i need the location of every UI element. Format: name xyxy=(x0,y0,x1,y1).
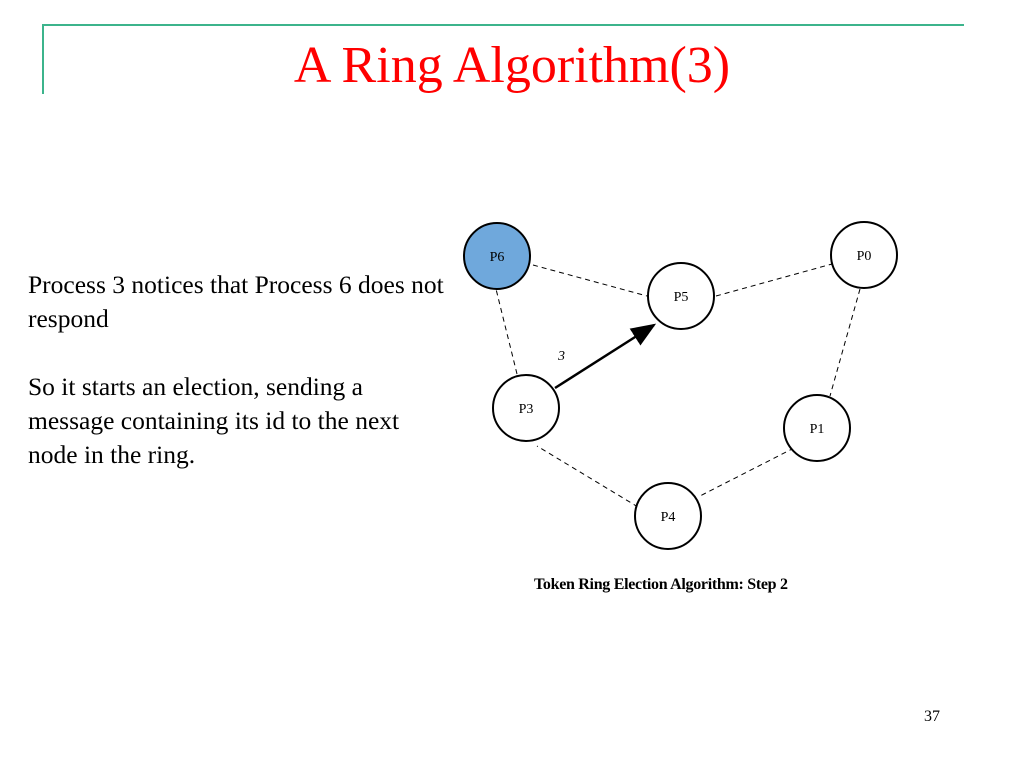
frame-left-line xyxy=(42,24,44,94)
node-p3: P3 xyxy=(492,374,560,442)
ring-diagram: 3 P6 P0 P5 P3 P1 P4 xyxy=(463,221,898,550)
node-p5: P5 xyxy=(647,262,715,330)
paragraph-election: So it starts an election, sending a mess… xyxy=(28,372,400,469)
node-p4: P4 xyxy=(634,482,702,550)
slide-body: Process 3 notices that Process 6 does no… xyxy=(28,268,448,472)
ring-edge-p6-p5 xyxy=(532,264,648,297)
ring-edge-p4-p3 xyxy=(536,445,639,508)
node-label-p3: P3 xyxy=(519,402,534,417)
node-label-p0: P0 xyxy=(857,249,872,264)
message-arrow xyxy=(554,323,657,390)
node-p6: P6 xyxy=(463,222,531,290)
slide-title: A Ring Algorithm(3) xyxy=(293,37,731,94)
ring-edge-p0-p1 xyxy=(829,288,861,397)
ring-edge-p5-p0 xyxy=(715,263,833,297)
page-number: 37 xyxy=(924,708,940,725)
node-label-p1: P1 xyxy=(810,422,825,437)
node-label-p6: P6 xyxy=(490,250,505,265)
node-label-p4: P4 xyxy=(661,510,676,525)
paragraph-notice: Process 3 notices that Process 6 does no… xyxy=(28,270,444,333)
ring-edge-p1-p4 xyxy=(697,447,795,498)
message-label: 3 xyxy=(557,349,565,364)
ring-edge-p3-p6 xyxy=(495,288,518,375)
node-label-p5: P5 xyxy=(674,290,689,305)
node-p0: P0 xyxy=(830,221,898,289)
node-p1: P1 xyxy=(783,394,851,462)
diagram-caption: Token Ring Election Algorithm: Step 2 xyxy=(534,576,788,593)
frame-top-line xyxy=(42,24,964,26)
